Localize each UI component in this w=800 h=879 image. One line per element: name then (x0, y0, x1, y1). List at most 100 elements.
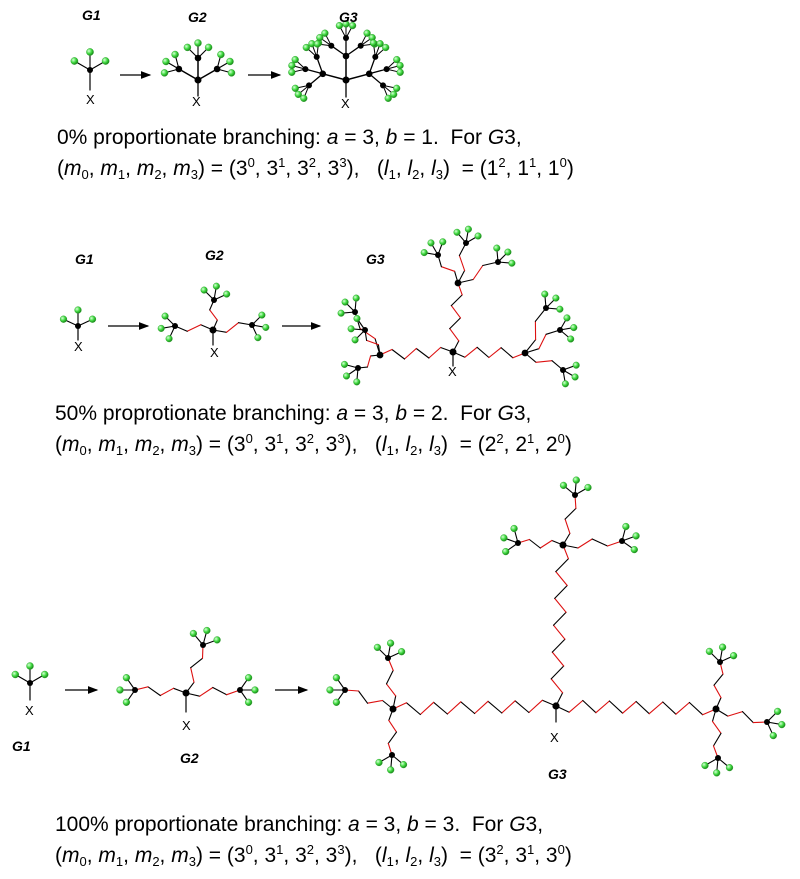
terminal-group (204, 43, 213, 52)
branch-point (357, 42, 364, 49)
terminal-group (165, 335, 173, 343)
terminal-group (341, 360, 349, 368)
spacer-bond (199, 686, 214, 697)
branch-point (194, 76, 202, 84)
terminal-group (399, 760, 408, 769)
x-label-s1-g2: X (192, 94, 201, 109)
spacer-bond (428, 346, 442, 359)
terminal-group (705, 647, 714, 656)
label-s3-g1: G1 (12, 738, 31, 754)
spacer-bond (551, 638, 566, 653)
spacer-bond (727, 711, 744, 717)
terminal-group (321, 29, 329, 37)
terminal-group (223, 290, 231, 298)
caption-section-3: 100% proportionate branching: a = 3, b =… (55, 809, 572, 871)
spacer-bond (391, 348, 406, 360)
spacer-bond (501, 700, 516, 714)
branch-point (543, 305, 549, 311)
branch-point (313, 53, 320, 60)
terminal-group (291, 55, 299, 64)
branch-point (27, 680, 33, 686)
x-label-s1-g3: X (341, 96, 350, 111)
terminal-group (337, 309, 345, 317)
branch-point (383, 66, 390, 73)
spacer-bond (366, 699, 384, 704)
branch-point (380, 82, 386, 89)
branch-point (237, 687, 243, 693)
branch-point (172, 323, 178, 329)
spacer-bond (577, 538, 593, 549)
branch-point (209, 326, 217, 334)
branch-bond (322, 73, 347, 81)
terminal-group (630, 545, 638, 554)
spacer-bond (446, 701, 462, 715)
spacer-bond (552, 611, 567, 626)
spacer-bond (450, 305, 462, 319)
spacer-bond (147, 686, 161, 697)
spacer-bond (591, 538, 609, 547)
spacer-bond (487, 700, 503, 714)
terminal-group (725, 763, 734, 772)
terminal-group (504, 248, 512, 256)
branch-point (132, 687, 138, 693)
label-s2-g2: G2 (205, 247, 224, 263)
spacer-bond (357, 690, 369, 704)
spacer-bond (648, 701, 664, 715)
spacer-bond (713, 684, 722, 699)
terminal-group (262, 323, 270, 331)
terminal-group (41, 670, 49, 679)
spacer-bond (440, 266, 456, 272)
terminal-group (251, 686, 259, 694)
terminal-group (584, 483, 592, 492)
terminal-group (701, 761, 709, 770)
spacer-bond (535, 360, 553, 363)
spacer-bond (405, 702, 421, 716)
terminal-group (510, 524, 518, 533)
terminal-group (183, 43, 192, 52)
terminal-group (335, 22, 344, 30)
terminal-group (332, 674, 341, 682)
spacer-bond (688, 701, 704, 716)
spacer-bond (713, 673, 724, 686)
terminal-group (567, 335, 575, 343)
terminal-group (713, 769, 721, 777)
terminal-group (291, 84, 299, 92)
terminal-group (343, 372, 351, 380)
terminal-group (353, 378, 361, 386)
spacer-bond (555, 558, 569, 573)
terminal-group (500, 534, 508, 542)
terminal-group (294, 90, 302, 99)
caption-line-1: 0% proportionate branching: a = 3, b = 1… (57, 126, 522, 149)
terminal-group (326, 686, 334, 694)
spacer-bond (564, 507, 577, 520)
terminal-group (74, 306, 82, 314)
terminal-group (245, 674, 253, 682)
spacer-bond (458, 254, 466, 272)
terminal-group (363, 29, 371, 37)
caption-section-1: 0% proportionate branching: a = 3, b = 1… (57, 122, 574, 184)
terminal-group (622, 522, 630, 531)
branch-point (552, 702, 560, 710)
branch-point (389, 752, 395, 758)
terminal-group (373, 643, 382, 652)
branch-bond (197, 68, 218, 81)
terminal-group (203, 626, 211, 635)
branch-point (521, 349, 529, 357)
branch-point (211, 297, 217, 303)
spacer-bond (388, 719, 398, 733)
terminal-group (396, 61, 404, 70)
spacer-bond (554, 597, 567, 613)
terminal-group (571, 373, 579, 381)
spacer-bond (209, 309, 218, 321)
spacer-bond (582, 699, 597, 714)
branch-point (449, 348, 457, 356)
spacer-bond (366, 339, 379, 346)
terminal-group (122, 698, 131, 706)
terminal-group (559, 481, 568, 490)
terminal-group (162, 57, 170, 66)
branch-point (463, 240, 469, 246)
spacer-bond (712, 732, 722, 747)
spacer-bond (225, 322, 240, 333)
label-s2-g3: G3 (366, 251, 385, 267)
terminal-group (453, 228, 461, 236)
